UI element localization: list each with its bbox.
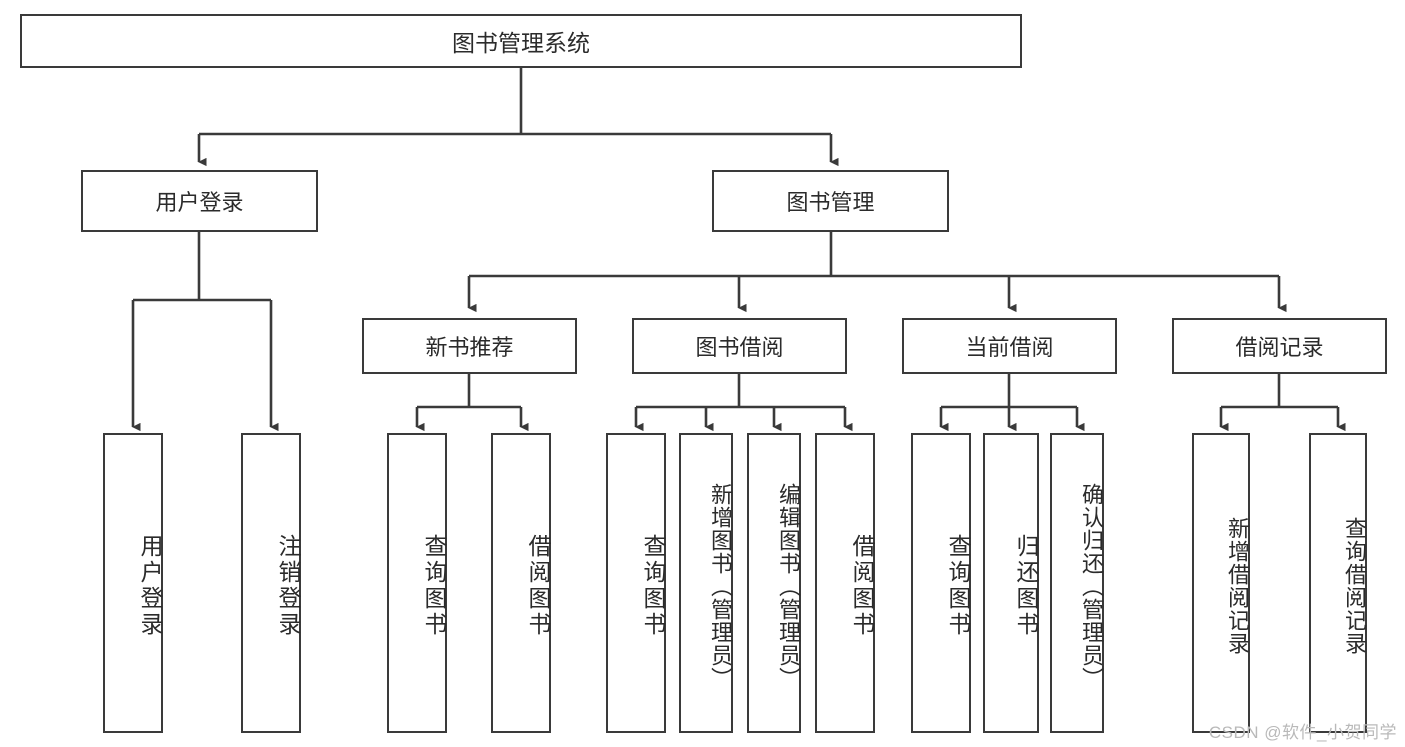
node-current-borrow[interactable]: 当前借阅 xyxy=(902,318,1117,374)
node-book-borrow-label: 图书借阅 xyxy=(695,335,784,360)
node-user-login[interactable]: 用户登录 xyxy=(81,170,318,232)
node-leaf-add-book[interactable]: 新增图书（管理员） xyxy=(679,433,733,733)
node-leaf-return-book[interactable]: 归还图书 xyxy=(983,433,1039,733)
node-leaf-add-record-label: 新增借阅记录 xyxy=(1225,517,1250,655)
node-new-book-recommend-label: 新书推荐 xyxy=(425,335,514,360)
node-leaf-logout-login-label: 注销登录 xyxy=(275,534,301,638)
node-leaf-query-book-2[interactable]: 查询图书 xyxy=(606,433,666,733)
node-root-label: 图书管理系统 xyxy=(452,30,590,56)
node-leaf-query-book-1[interactable]: 查询图书 xyxy=(387,433,447,733)
node-leaf-borrow-book-1-label: 借阅图书 xyxy=(525,534,551,638)
watermark: CSDN @软件_小贺同学 xyxy=(1208,723,1397,742)
node-borrow-record-label: 借阅记录 xyxy=(1235,335,1324,360)
node-leaf-confirm-return-label: 确认归还（管理员） xyxy=(1079,482,1104,690)
node-leaf-borrow-book-1[interactable]: 借阅图书 xyxy=(491,433,551,733)
node-leaf-user-login[interactable]: 用户登录 xyxy=(103,433,163,733)
node-leaf-user-login-label: 用户登录 xyxy=(137,534,163,638)
node-leaf-query-book-3[interactable]: 查询图书 xyxy=(911,433,971,733)
node-leaf-edit-book[interactable]: 编辑图书（管理员） xyxy=(747,433,801,733)
node-leaf-add-book-label: 新增图书（管理员） xyxy=(708,482,733,690)
node-leaf-borrow-book-2[interactable]: 借阅图书 xyxy=(815,433,875,733)
node-root[interactable]: 图书管理系统 xyxy=(20,14,1022,68)
node-leaf-confirm-return[interactable]: 确认归还（管理员） xyxy=(1050,433,1104,733)
node-borrow-record[interactable]: 借阅记录 xyxy=(1172,318,1387,374)
node-leaf-borrow-book-2-label: 借阅图书 xyxy=(849,534,875,638)
node-leaf-query-record-label: 查询借阅记录 xyxy=(1342,517,1367,655)
node-book-management-label: 图书管理 xyxy=(786,190,875,215)
node-user-login-label: 用户登录 xyxy=(155,190,244,215)
node-leaf-query-book-1-label: 查询图书 xyxy=(421,534,447,638)
node-leaf-return-book-label: 归还图书 xyxy=(1013,534,1039,638)
node-leaf-query-book-3-label: 查询图书 xyxy=(945,534,971,638)
node-leaf-add-record[interactable]: 新增借阅记录 xyxy=(1192,433,1250,733)
node-new-book-recommend[interactable]: 新书推荐 xyxy=(362,318,577,374)
node-leaf-logout-login[interactable]: 注销登录 xyxy=(241,433,301,733)
node-leaf-query-record[interactable]: 查询借阅记录 xyxy=(1309,433,1367,733)
node-leaf-edit-book-label: 编辑图书（管理员） xyxy=(776,482,801,690)
node-current-borrow-label: 当前借阅 xyxy=(965,335,1054,360)
node-leaf-query-book-2-label: 查询图书 xyxy=(640,534,666,638)
node-book-borrow[interactable]: 图书借阅 xyxy=(632,318,847,374)
node-book-management[interactable]: 图书管理 xyxy=(712,170,949,232)
